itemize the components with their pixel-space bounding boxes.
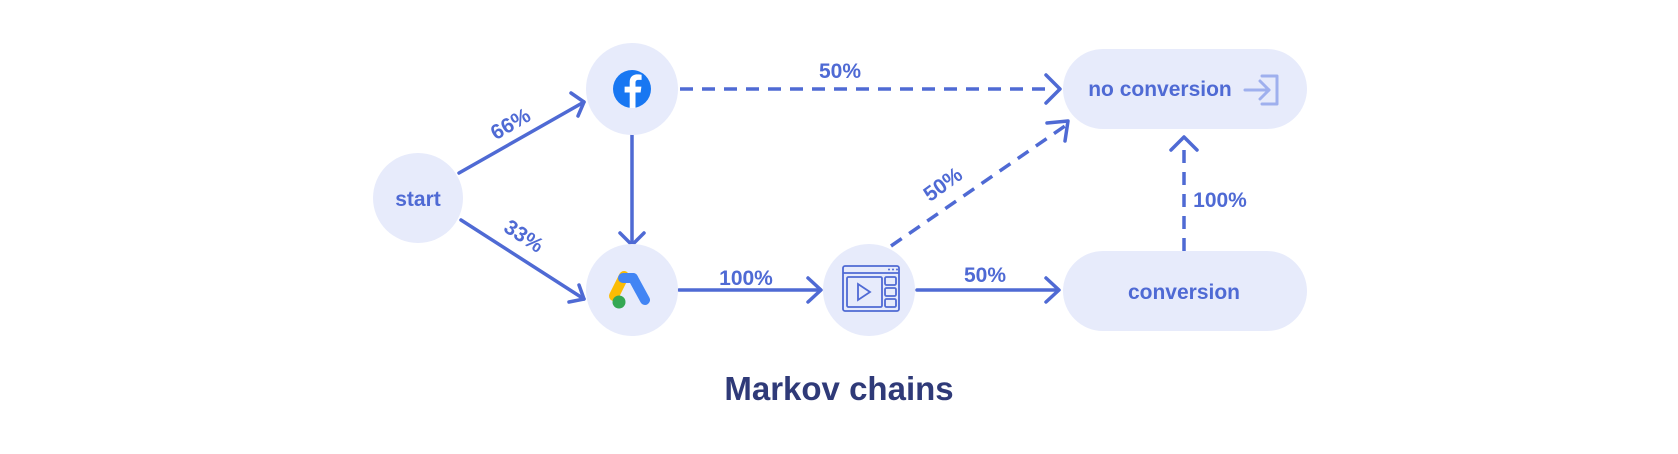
node-no-conversion: no conversion [1063, 49, 1307, 129]
arrowhead [567, 283, 586, 304]
node-start: start [373, 153, 463, 243]
arrowhead [569, 91, 586, 118]
exit-icon [1243, 74, 1279, 106]
edge-label: 100% [1193, 189, 1247, 212]
node-start-label: start [395, 188, 441, 211]
edge-facebook-no-conversion [680, 73, 1062, 105]
edge-label: 50% [964, 264, 1006, 287]
facebook-icon [613, 70, 651, 108]
edge-video-conversion [915, 276, 1061, 304]
google-ads-icon [609, 271, 650, 309]
video-player-icon [842, 265, 900, 312]
node-no-conversion-label: no conversion [1088, 78, 1232, 101]
arrowhead [1169, 135, 1199, 152]
edge-label: 50% [919, 163, 967, 207]
node-facebook [586, 43, 678, 135]
edge-start-google-ads [459, 218, 586, 304]
node-google-ads [586, 244, 678, 336]
edge-label: 100% [719, 267, 773, 290]
edge-video-no-conversion [890, 119, 1070, 248]
arrowhead [1045, 119, 1070, 143]
edges [457, 73, 1199, 304]
arrowhead [1044, 73, 1062, 105]
edge-label: 50% [819, 60, 861, 83]
arrowhead [806, 276, 823, 304]
edge-conversion-no-conversion [1169, 135, 1199, 251]
edge-label: 66% [487, 104, 535, 145]
node-video [823, 244, 915, 336]
node-conversion-label: conversion [1128, 281, 1240, 304]
edge-facebook-google-ads [618, 133, 646, 247]
node-conversion: conversion [1063, 251, 1307, 331]
arrowhead [1044, 276, 1061, 304]
edge-start-facebook [457, 91, 586, 175]
diagram-title: Markov chains [724, 370, 953, 407]
edge-google-ads-video [677, 276, 823, 304]
